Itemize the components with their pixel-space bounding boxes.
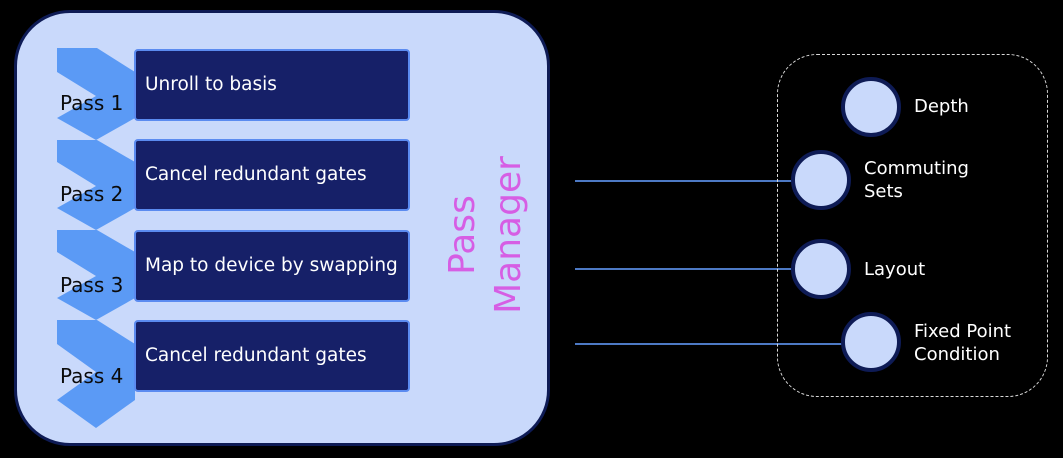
pass-1-chevron <box>57 48 135 140</box>
pass-3-label: Pass 3 <box>60 273 124 297</box>
pass-3-action-text: Map to device by swapping <box>145 255 398 276</box>
pass-2-action-box: Cancel redundant gates <box>134 139 410 211</box>
layout-label: Layout <box>864 258 925 281</box>
pass-2-label: Pass 2 <box>60 182 124 206</box>
pass-4-action-box: Cancel redundant gates <box>134 320 410 392</box>
commuting-sets-label-line2: Sets <box>864 181 903 202</box>
pass-1-action-box: Unroll to basis <box>134 49 410 121</box>
fixed-point-node <box>841 312 901 372</box>
commuting-sets-label: Commuting Sets <box>864 157 969 203</box>
fixed-point-label-line1: Fixed Point <box>914 321 1012 342</box>
layout-node <box>791 239 851 299</box>
connector-commuting-sets <box>575 180 795 182</box>
pass-4-chevron <box>57 320 135 428</box>
fixed-point-label: Fixed Point Condition <box>914 320 1011 366</box>
pass-manager-title: Pass Manager <box>441 155 531 315</box>
layout-label-line1: Layout <box>864 259 926 280</box>
pass-3-chevron <box>57 230 135 320</box>
connector-fixed-point <box>575 343 843 345</box>
pass-4-action-text: Cancel redundant gates <box>145 345 367 366</box>
depth-node <box>841 77 901 137</box>
pass-manager-title-line1: Pass <box>442 195 483 275</box>
connector-layout <box>575 268 795 270</box>
depth-label-line1: Depth <box>914 96 969 117</box>
analysis-passes-group <box>777 54 1048 397</box>
pass-2-action-text: Cancel redundant gates <box>145 164 367 185</box>
pass-4-label: Pass 4 <box>60 364 124 388</box>
commuting-sets-node <box>791 150 851 210</box>
pass-1-action-text: Unroll to basis <box>145 74 277 95</box>
fixed-point-label-line2: Condition <box>914 344 1000 365</box>
depth-label: Depth <box>914 95 969 118</box>
pass-2-chevron <box>57 140 135 230</box>
pass-3-action-box: Map to device by swapping <box>134 230 410 302</box>
pass-manager-title-line2: Manager <box>488 156 529 314</box>
pass-1-label: Pass 1 <box>60 91 124 115</box>
commuting-sets-label-line1: Commuting <box>864 158 969 179</box>
